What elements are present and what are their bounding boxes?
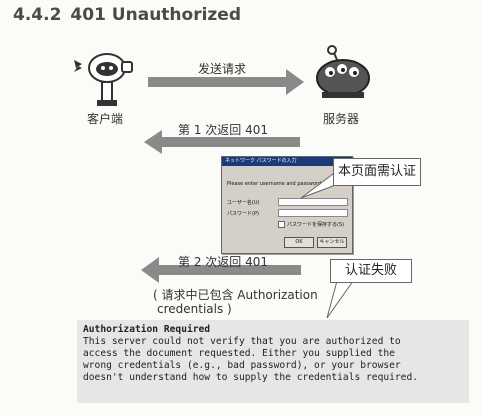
second-note-line1: ( 请求中已包含 Authorization	[153, 288, 318, 302]
first-401-arrow	[144, 130, 300, 154]
error-message-box: Authorization Required This server could…	[77, 320, 469, 403]
error-body: This server could not verify that you ar…	[83, 336, 419, 383]
second-note-line2: credentials )	[157, 302, 232, 316]
auth-failed-callout: 认证失败	[330, 259, 412, 283]
second-401-label: 第 2 次返回 401	[178, 255, 268, 269]
first-401-label: 第 1 次返回 401	[178, 123, 268, 137]
section-number: 4.4.2	[13, 5, 62, 25]
dialog-prompt: Please enter username and password	[227, 181, 322, 187]
username-field[interactable]	[278, 198, 348, 206]
error-title: Authorization Required	[83, 324, 211, 335]
section-heading: 4.4.2 401 Unauthorized	[13, 5, 241, 25]
save-password-label: パスワードを保存する(S)	[287, 222, 345, 228]
username-label: ユーザー名(U)	[227, 200, 260, 206]
dialog-titlebar: ネットワーク パスワードの入力	[222, 157, 352, 166]
ok-button[interactable]: OK	[284, 237, 314, 248]
request-label: 发送请求	[198, 62, 247, 76]
client-robot-icon	[74, 53, 133, 106]
login-dialog: ネットワーク パスワードの入力 Please enter username an…	[221, 156, 353, 254]
save-password-checkbox[interactable]: パスワードを保存する(S)	[278, 221, 344, 228]
password-field[interactable]	[278, 209, 348, 217]
cancel-button[interactable]: キャンセル	[317, 237, 347, 248]
password-label: パスワード(P)	[227, 211, 259, 217]
server-monster-icon	[316, 45, 370, 98]
auth-failed-pointer	[326, 280, 354, 319]
server-label: 服务器	[323, 112, 360, 126]
auth-required-callout: 本页面需认证	[333, 158, 421, 186]
request-arrow	[148, 69, 304, 95]
second-401-arrow	[141, 257, 301, 283]
client-label: 客户端	[87, 112, 124, 126]
section-title: 401 Unauthorized	[70, 5, 242, 25]
